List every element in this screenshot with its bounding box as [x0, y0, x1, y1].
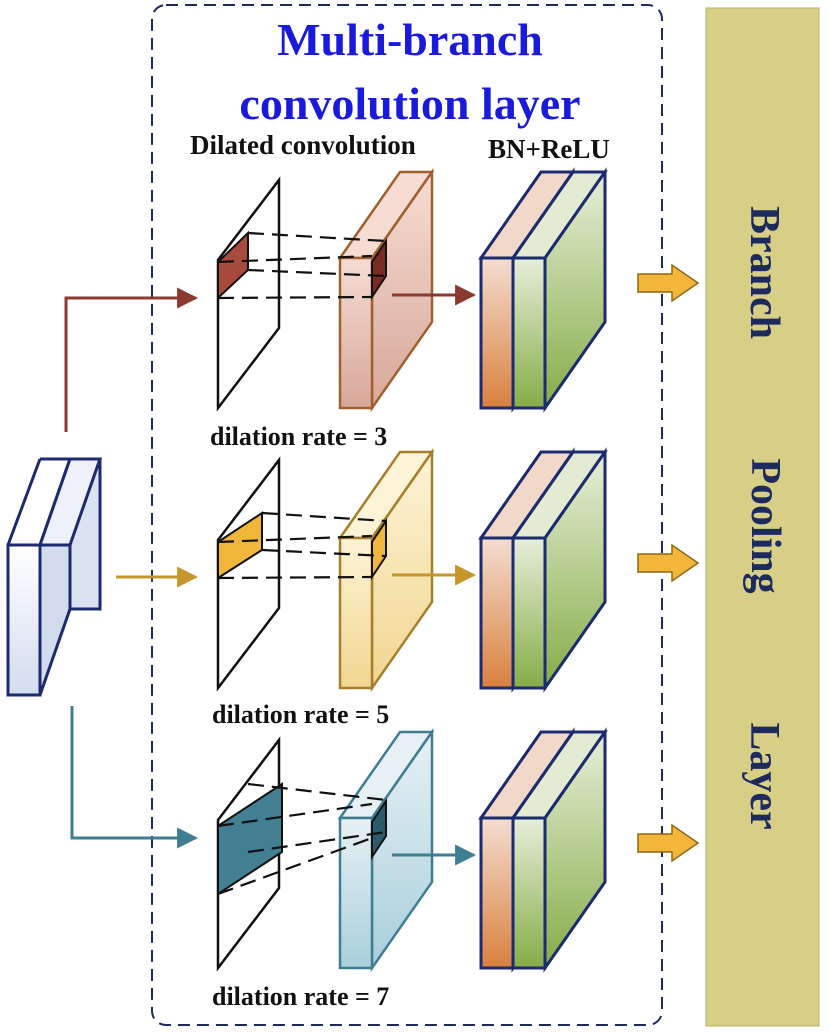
projection-line-2-4 — [217, 575, 373, 580]
pooling-arrow-2 — [637, 543, 700, 583]
projection-line-2-1 — [217, 534, 373, 544]
projection-line-3-1 — [217, 802, 373, 828]
dilation-rate-label-1: dilation rate = 3 — [210, 422, 388, 451]
pooling-word-pooling: Pooling — [742, 458, 788, 594]
kernel-target-3 — [371, 797, 387, 861]
projection-line-2-2 — [261, 511, 387, 523]
feature-box-front-1 — [338, 256, 374, 410]
projection-line-1-4 — [217, 295, 373, 300]
title-line-1: Multi-branch — [277, 14, 543, 65]
input-plane-2 — [216, 456, 281, 692]
bn-slab-front-2-1 — [479, 536, 515, 690]
projection-line-1-1 — [217, 254, 373, 264]
branch-1-input-arrow — [64, 287, 199, 432]
input-plane-1 — [216, 176, 281, 412]
pooling-word-branch: Branch — [741, 206, 787, 340]
projection-line-3-4 — [217, 836, 373, 896]
bn-slab-front-3-1 — [479, 816, 515, 970]
branch-pooling-layer-band — [705, 7, 820, 1027]
feature-box-front-2 — [338, 536, 374, 690]
branch-3-input-arrow — [70, 706, 199, 849]
projection-line-2-3 — [261, 548, 387, 558]
header-bn-relu: BN+ReLU — [488, 134, 610, 164]
bn-slab-front-2-2 — [511, 536, 547, 690]
pooling-arrow-3 — [637, 823, 700, 863]
branch-2 — [216, 447, 700, 693]
bn-slab-front-1-2 — [511, 256, 547, 410]
dilation-rate-label-2: dilation rate = 5 — [212, 700, 390, 729]
pooling-arrow-1 — [637, 263, 700, 303]
dilation-rate-label-3: dilation rate = 7 — [212, 982, 390, 1011]
header-dilated-convolution: Dilated convolution — [190, 130, 416, 160]
branch-1 — [216, 167, 700, 413]
branch-3 — [216, 727, 700, 973]
title-line-2: convolution layer — [239, 78, 581, 129]
input-feature-block — [6, 457, 103, 697]
bn-slab-front-1-1 — [479, 256, 515, 410]
kernel-patch-3 — [217, 782, 283, 896]
multi-branch-border — [151, 4, 663, 1026]
kernel-target-1 — [371, 237, 387, 301]
pooling-word-layer: Layer — [741, 722, 787, 830]
bn-slab-front-3-2 — [511, 816, 547, 970]
